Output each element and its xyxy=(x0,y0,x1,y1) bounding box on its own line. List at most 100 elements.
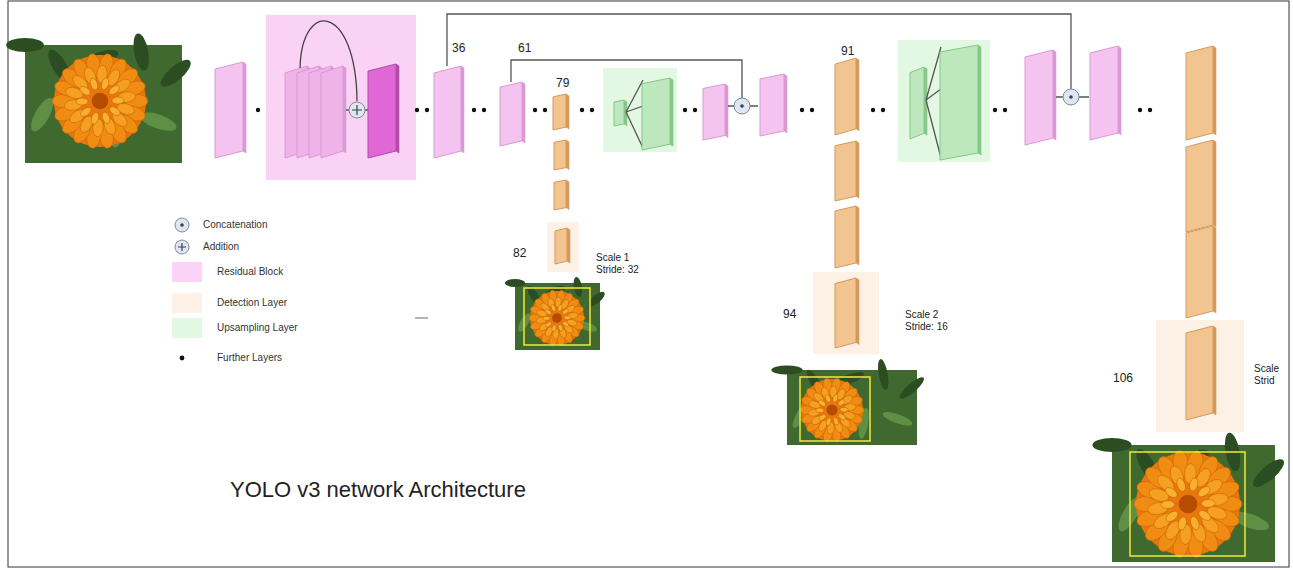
residual-layer xyxy=(321,66,343,158)
scale-stride-note: Scale 2 Stride: 16 xyxy=(905,309,965,333)
photo-leaf xyxy=(881,409,913,428)
addition-plus xyxy=(352,105,362,115)
further-layer-dot xyxy=(415,108,419,112)
flower-petal xyxy=(543,316,550,320)
concatenation-dot xyxy=(180,223,184,227)
further-layer-dot xyxy=(256,108,260,112)
legend-swatch xyxy=(172,262,202,282)
photo-leaf xyxy=(876,358,890,390)
further-layer-dot xyxy=(590,108,594,112)
detection-highlight xyxy=(1156,320,1244,432)
detection-highlight xyxy=(547,222,579,272)
photo-leaf xyxy=(6,38,44,52)
further-layer-dot xyxy=(1003,108,1007,112)
detection-layer xyxy=(835,58,856,135)
conv-layer xyxy=(760,74,784,136)
bounding-box xyxy=(1130,452,1245,556)
flower-petal xyxy=(545,321,553,328)
legend-text: Upsampling Layer xyxy=(217,322,298,334)
detection-layer xyxy=(835,206,856,268)
flower-petal xyxy=(108,105,122,117)
photo-background xyxy=(1112,445,1275,562)
legend-text: Concatenation xyxy=(203,219,268,231)
concatenation-symbol xyxy=(1063,89,1079,105)
flower-head xyxy=(530,291,584,345)
layer-number: 61 xyxy=(518,41,531,55)
further-layer-dot xyxy=(425,108,429,112)
flower-petal xyxy=(837,398,846,407)
further-layer-dot xyxy=(871,108,875,112)
flower-petal xyxy=(1189,515,1201,530)
detection-layer xyxy=(1186,326,1213,420)
detection-layer xyxy=(1186,226,1213,318)
detection-layer xyxy=(554,140,566,170)
flower-center xyxy=(552,313,562,323)
detection-layer xyxy=(835,278,856,348)
flower-center xyxy=(1179,495,1198,514)
flower-petal xyxy=(557,324,563,332)
dash-mark xyxy=(415,318,428,319)
concatenation-dot xyxy=(740,104,744,108)
layer-number: 79 xyxy=(556,76,569,90)
flower-petal xyxy=(1177,516,1188,531)
flower-petal xyxy=(824,394,831,403)
upsampling-layer xyxy=(910,67,924,139)
further-layer-dot xyxy=(580,108,584,112)
conv-layer xyxy=(215,62,243,158)
flower-petal xyxy=(564,316,571,320)
concatenation-symbol xyxy=(175,218,189,232)
flower-petal xyxy=(78,85,92,97)
further-layer-dot xyxy=(543,108,547,112)
bounding-box xyxy=(524,288,590,345)
further-layer-dot xyxy=(693,108,697,112)
flower-petal xyxy=(1197,508,1213,522)
scale-stride-note: Scale 1 Stride: 32 xyxy=(596,252,656,276)
further-layer-dot xyxy=(800,108,804,112)
further-layer-dot xyxy=(482,108,486,112)
residual-shortcut xyxy=(300,21,357,101)
further-layer-dot xyxy=(533,108,537,112)
flower-petal xyxy=(837,413,846,421)
addition-symbol xyxy=(349,102,365,118)
photo-background xyxy=(25,45,182,163)
legend-swatch xyxy=(172,318,202,338)
flower-petal xyxy=(90,112,100,125)
flower-petal xyxy=(840,407,848,412)
photo-background xyxy=(515,283,600,350)
flower-petal xyxy=(551,324,557,332)
photo-leaf xyxy=(1092,438,1131,452)
further-layer-dot xyxy=(810,108,814,112)
upsampling-layer xyxy=(614,100,624,126)
upsampling-background xyxy=(603,68,677,152)
flower-petal xyxy=(832,394,839,403)
flower-petal xyxy=(76,98,88,105)
layer-number: 106 xyxy=(1113,371,1133,385)
flower-center xyxy=(92,93,109,110)
legend-text: Residual Block xyxy=(217,266,283,278)
legend-text: Further Layers xyxy=(217,352,282,364)
detection-layer xyxy=(555,228,567,264)
further-layer-dot xyxy=(881,108,885,112)
further-layer-dot xyxy=(1148,108,1152,112)
bounding-box xyxy=(800,377,870,441)
photo-leaf xyxy=(157,56,195,91)
flower-petal xyxy=(561,308,569,315)
flower-petal xyxy=(1188,477,1199,492)
photo-leaf xyxy=(572,276,584,298)
detection-layer xyxy=(1186,140,1213,232)
flower-petal xyxy=(550,304,556,312)
photo-leaf xyxy=(1249,455,1288,491)
flower-petal xyxy=(1196,484,1211,498)
legend-text: Detection Layer xyxy=(217,297,287,309)
flower-petal xyxy=(1175,477,1187,492)
upsampling-layer xyxy=(642,78,670,150)
detection-highlight xyxy=(813,272,879,354)
photo-leaf xyxy=(505,279,525,287)
layer-number: 91 xyxy=(841,44,854,58)
flower-petal xyxy=(100,77,110,90)
photo-leaf xyxy=(897,374,926,401)
conv-layer xyxy=(703,84,725,140)
concatenation-dot xyxy=(1069,95,1073,99)
detection-layer xyxy=(835,141,856,201)
